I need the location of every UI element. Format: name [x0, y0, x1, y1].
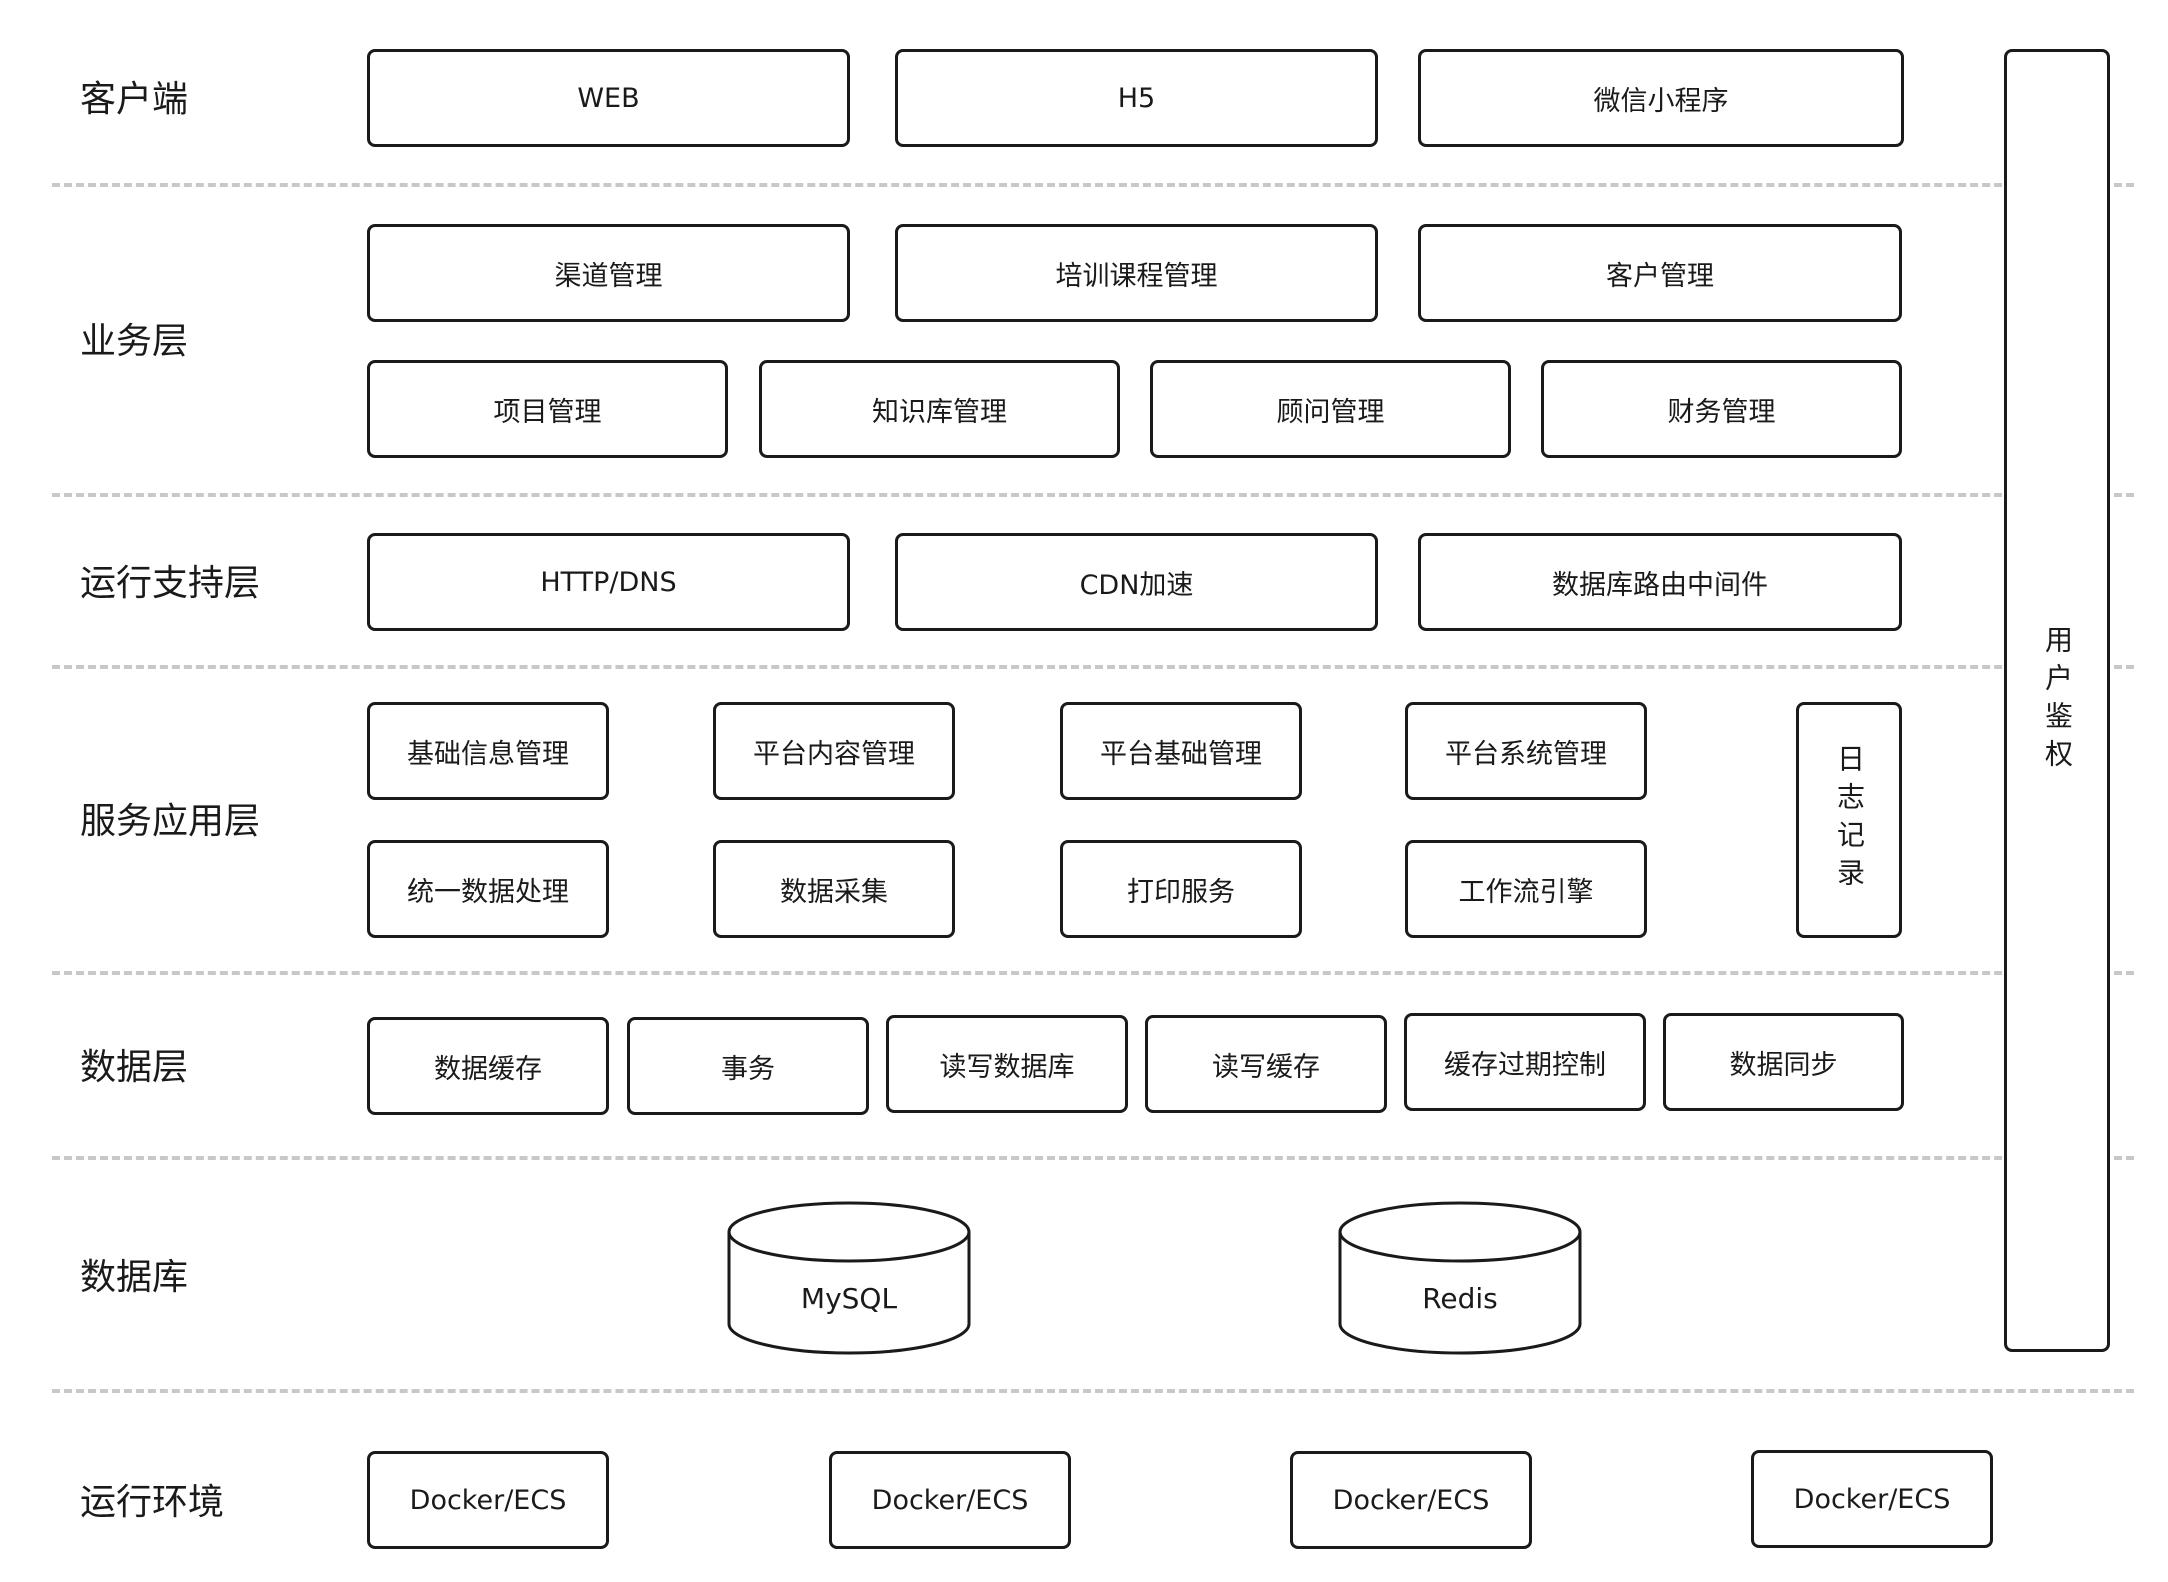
data-box-data-cache: 数据缓存 [367, 1017, 609, 1115]
runtime-box-cdn-acceleration: CDN加速 [895, 533, 1378, 631]
client-box-wechat-mini-program: 微信小程序 [1418, 49, 1904, 147]
layer-divider [52, 1156, 2134, 1160]
environment-box-docker-ecs-1: Docker/ECS [367, 1451, 609, 1549]
business-box-consultant-management: 顾问管理 [1150, 360, 1511, 458]
runtime-box-http-dns: HTTP/DNS [367, 533, 850, 631]
business-box-channel-management: 渠道管理 [367, 224, 850, 322]
layer-label-business: 业务层 [80, 321, 189, 362]
service-box-log-record: 日志记录 [1796, 702, 1902, 938]
business-box-project-management: 项目管理 [367, 360, 728, 458]
runtime-box-database-routing-middleware: 数据库路由中间件 [1418, 533, 1902, 631]
client-box-web: WEB [367, 49, 850, 147]
auth-box-user-authentication: 用户鉴权 [2004, 49, 2110, 1352]
mysql-database-cylinder [727, 1201, 971, 1355]
service-box-data-collection: 数据采集 [713, 840, 955, 938]
layer-divider [52, 183, 2134, 187]
environment-box-docker-ecs-2: Docker/ECS [829, 1451, 1071, 1549]
business-box-knowledge-base-management: 知识库管理 [759, 360, 1120, 458]
layer-divider [52, 665, 2134, 669]
layer-divider [52, 971, 2134, 975]
client-box-h5: H5 [895, 49, 1378, 147]
layer-label-runtime-support: 运行支持层 [80, 563, 261, 604]
service-box-platform-content-management: 平台内容管理 [713, 702, 955, 800]
data-box-data-sync: 数据同步 [1663, 1013, 1904, 1111]
redis-database-cylinder [1338, 1201, 1582, 1355]
layer-divider [52, 1389, 2134, 1393]
service-box-workflow-engine: 工作流引擎 [1405, 840, 1647, 938]
service-box-platform-basic-management: 平台基础管理 [1060, 702, 1302, 800]
redis-label: Redis [1422, 1282, 1498, 1315]
layer-label-data: 数据层 [80, 1047, 189, 1088]
data-box-read-write-cache: 读写缓存 [1145, 1015, 1387, 1113]
data-box-cache-expiry-control: 缓存过期控制 [1404, 1013, 1646, 1111]
layer-label-database: 数据库 [80, 1257, 189, 1298]
mysql-label: MySQL [800, 1282, 898, 1315]
layer-divider [52, 493, 2134, 497]
business-box-training-course-management: 培训课程管理 [895, 224, 1378, 322]
environment-box-docker-ecs-4: Docker/ECS [1751, 1450, 1993, 1548]
service-box-unified-data-processing: 统一数据处理 [367, 840, 609, 938]
business-box-customer-management: 客户管理 [1418, 224, 1902, 322]
layer-label-client: 客户端 [80, 79, 189, 120]
service-box-print-service: 打印服务 [1060, 840, 1302, 938]
business-box-finance-management: 财务管理 [1541, 360, 1902, 458]
layer-label-service: 服务应用层 [80, 801, 261, 842]
service-box-platform-system-management: 平台系统管理 [1405, 702, 1647, 800]
data-box-transaction: 事务 [627, 1017, 869, 1115]
layer-label-environment: 运行环境 [80, 1482, 225, 1523]
data-box-read-write-database: 读写数据库 [886, 1015, 1128, 1113]
environment-box-docker-ecs-3: Docker/ECS [1290, 1451, 1532, 1549]
service-box-basic-info-management: 基础信息管理 [367, 702, 609, 800]
